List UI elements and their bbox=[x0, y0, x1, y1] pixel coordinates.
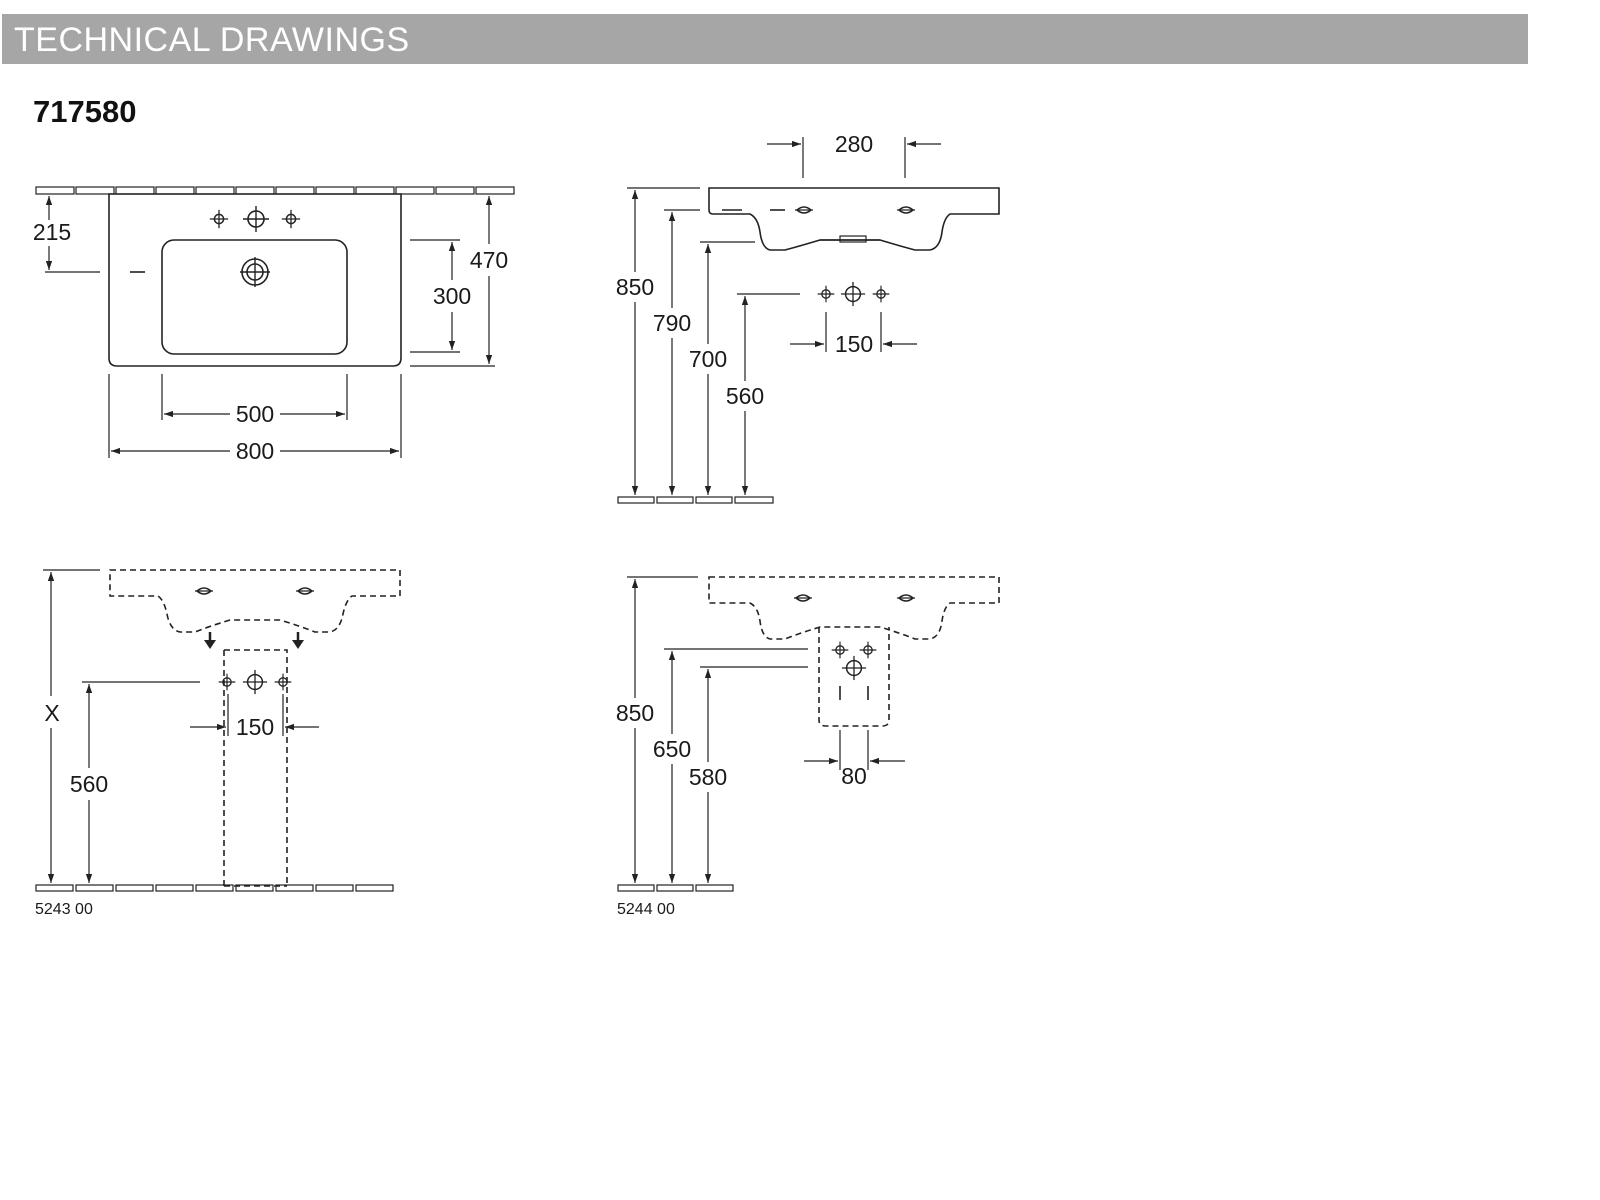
dim-hole-spacing: 280 bbox=[835, 131, 873, 157]
tap-hole-icon bbox=[896, 206, 916, 214]
top-view: 215 470 300 500 800 bbox=[33, 186, 515, 464]
dim-x: X bbox=[44, 700, 59, 726]
tap-hole-icon bbox=[859, 641, 877, 659]
basin-front-outline bbox=[708, 187, 1000, 251]
pedestal-view: 150 X 560 5243 00 bbox=[35, 569, 401, 918]
tap-hole-icon bbox=[242, 669, 268, 695]
article-number: 5244 00 bbox=[617, 901, 675, 918]
tap-hole-icon bbox=[273, 673, 293, 691]
tap-hole-icon bbox=[794, 206, 814, 214]
bowl-outline bbox=[161, 239, 348, 355]
dim-580: 580 bbox=[689, 764, 727, 790]
dim-tap-spacing: 150 bbox=[835, 331, 873, 357]
semi-pedestal-view: 80 850 650 580 5244 00 bbox=[616, 576, 1000, 918]
header-title: TECHNICAL DRAWINGS bbox=[14, 21, 410, 59]
article-number: 5243 00 bbox=[35, 901, 93, 918]
dim-rim-height: 850 bbox=[616, 700, 654, 726]
dim-80: 80 bbox=[841, 763, 867, 789]
dim-hole-depth: 215 bbox=[33, 219, 71, 245]
dim-tap-spacing: 150 bbox=[236, 714, 274, 740]
tap-hole-icon bbox=[841, 655, 867, 681]
basin-dashed-outline bbox=[109, 569, 401, 633]
arrow-down-icon bbox=[204, 632, 216, 649]
dim-650: 650 bbox=[653, 736, 691, 762]
basin-outline bbox=[108, 193, 402, 367]
wall-line bbox=[35, 186, 515, 195]
tap-hole-icon bbox=[840, 281, 866, 307]
tap-hole-icon bbox=[194, 587, 214, 595]
dim-bowl-width: 500 bbox=[236, 401, 274, 427]
tap-hole-icon bbox=[281, 209, 301, 229]
drain-icon bbox=[240, 257, 270, 287]
dim-total-depth: 470 bbox=[470, 247, 508, 273]
tap-hole-icon bbox=[242, 205, 270, 233]
dim-560: 560 bbox=[70, 771, 108, 797]
basin-dashed-outline bbox=[708, 576, 1000, 640]
tap-hole-icon bbox=[872, 284, 890, 304]
front-view: 280 850 790 700 bbox=[616, 131, 1000, 504]
tap-hole-icon bbox=[295, 587, 315, 595]
product-code: 717580 bbox=[33, 94, 137, 129]
tap-hole-icon bbox=[817, 284, 835, 304]
semi-pedestal-dashed-outline bbox=[818, 627, 890, 727]
floor-line bbox=[617, 496, 774, 504]
tap-hole-icon bbox=[209, 209, 229, 229]
dim-bowl-depth: 300 bbox=[433, 283, 471, 309]
tap-hole-icon bbox=[218, 673, 236, 691]
floor-line bbox=[617, 884, 734, 892]
dim-rim-height: 850 bbox=[616, 274, 654, 300]
dim-total-width: 800 bbox=[236, 438, 274, 464]
tap-hole-icon bbox=[896, 594, 916, 602]
dim-790: 790 bbox=[653, 310, 691, 336]
header-bar: TECHNICAL DRAWINGS bbox=[2, 14, 1528, 64]
tap-hole-icon bbox=[793, 594, 813, 602]
arrow-down-icon bbox=[292, 632, 304, 649]
dim-700: 700 bbox=[689, 346, 727, 372]
floor-line bbox=[35, 884, 394, 892]
tap-hole-icon bbox=[831, 641, 849, 659]
dim-560: 560 bbox=[726, 383, 764, 409]
